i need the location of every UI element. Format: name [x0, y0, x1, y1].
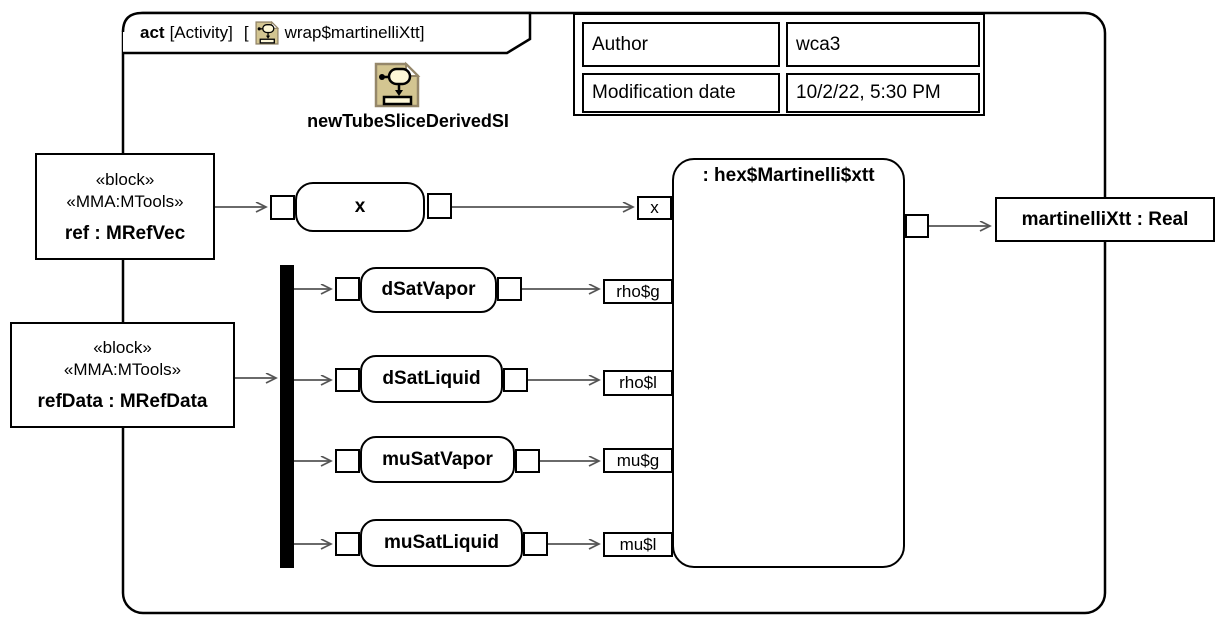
- action-dsatliquid-label: dSatLiquid: [382, 368, 481, 389]
- call-behavior-action-hexmartinelli[interactable]: : hex$Martinelli$xtt: [672, 158, 905, 568]
- action-musatvapor-label: muSatVapor: [382, 448, 493, 470]
- action-musatliquid-label: muSatLiquid: [383, 532, 500, 553]
- frame-open-bracket: [: [243, 23, 249, 42]
- block-ref-mrefvec[interactable]: «block» «MMA:MTools» ref : MRefVec: [35, 153, 215, 260]
- input-pin-mug-label: mu$g: [616, 450, 660, 470]
- frame-header-tab[interactable]: [121, 11, 532, 55]
- frame-kind-label: act: [140, 23, 165, 42]
- doc-table-author-value: wca3: [786, 22, 980, 67]
- doc-table-author-label: Author: [582, 22, 780, 67]
- input-pin-mul[interactable]: mu$l: [603, 532, 673, 557]
- frame-header: act [Activity] [ wrap$martinelliXtt]: [140, 13, 424, 53]
- input-pin-mug[interactable]: mu$g: [603, 448, 673, 473]
- action-musatliquid-output-pin[interactable]: [523, 532, 548, 556]
- action-dsatliquid-input-pin[interactable]: [335, 368, 360, 392]
- output-pin[interactable]: [905, 214, 929, 238]
- block-ref-stereotype-2: «MMA:MTools»: [66, 191, 184, 211]
- action-x-output-pin[interactable]: [427, 193, 452, 219]
- action-dsatvapor-input-pin[interactable]: [335, 277, 360, 301]
- doc-table-moddate-label: Modification date: [582, 73, 780, 113]
- call-behavior-title: : hex$Martinelli$xtt: [702, 165, 875, 186]
- action-x-label: x: [354, 196, 366, 217]
- action-musatvapor-input-pin[interactable]: [335, 449, 360, 473]
- action-dsatvapor-label: dSatVapor: [381, 279, 476, 300]
- block-refdata-stereotype-1: «block»: [93, 338, 152, 357]
- block-ref-name: ref : MRefVec: [64, 222, 186, 244]
- action-dsatvapor-output-pin[interactable]: [497, 277, 522, 301]
- output-parameter-label: martinelliXtt : Real: [1021, 208, 1189, 230]
- doc-table-moddate-value: 10/2/22, 5:30 PM: [786, 73, 980, 113]
- input-pin-rhol-label: rho$l: [619, 373, 657, 392]
- action-musatliquid[interactable]: muSatLiquid: [360, 519, 523, 567]
- action-musatvapor[interactable]: muSatVapor: [360, 436, 515, 483]
- block-refdata-mrefdata[interactable]: «block» «MMA:MTools» refData : MRefData: [10, 322, 235, 428]
- action-dsatvapor[interactable]: dSatVapor: [360, 267, 497, 313]
- frame-name-label: wrap$martinelliXtt]: [284, 23, 425, 42]
- block-ref-stereotype-1: «block»: [95, 169, 155, 189]
- block-refdata-stereotype-2: «MMA:MTools»: [63, 360, 182, 379]
- block-refdata-name: refData : MRefData: [37, 391, 208, 412]
- fork-node[interactable]: [280, 265, 294, 568]
- action-dsatliquid[interactable]: dSatLiquid: [360, 355, 503, 403]
- behavior-activity-icon[interactable]: [372, 60, 422, 110]
- input-pin-mul-label: mu$l: [619, 534, 657, 554]
- frame-type-label: [Activity]: [169, 23, 233, 42]
- activity-icon: [255, 20, 279, 45]
- action-x[interactable]: x: [295, 182, 425, 232]
- connectors-layer: [215, 207, 990, 544]
- input-pin-rhol[interactable]: rho$l: [603, 370, 673, 396]
- input-pin-x[interactable]: x: [637, 196, 672, 220]
- action-x-input-pin[interactable]: [270, 195, 295, 220]
- input-pin-rhog[interactable]: rho$g: [603, 279, 673, 304]
- action-musatliquid-input-pin[interactable]: [335, 532, 360, 556]
- input-pin-rhog-label: rho$g: [616, 281, 660, 301]
- behavior-icon-label: newTubeSliceDerivedSI: [307, 111, 509, 131]
- action-dsatliquid-output-pin[interactable]: [503, 368, 528, 392]
- input-pin-x-label: x: [650, 198, 659, 217]
- doc-table[interactable]: Author wca3 Modification date 10/2/22, 5…: [573, 13, 985, 116]
- action-musatvapor-output-pin[interactable]: [515, 449, 540, 473]
- output-parameter-martinellixtt[interactable]: martinelliXtt : Real: [995, 197, 1215, 242]
